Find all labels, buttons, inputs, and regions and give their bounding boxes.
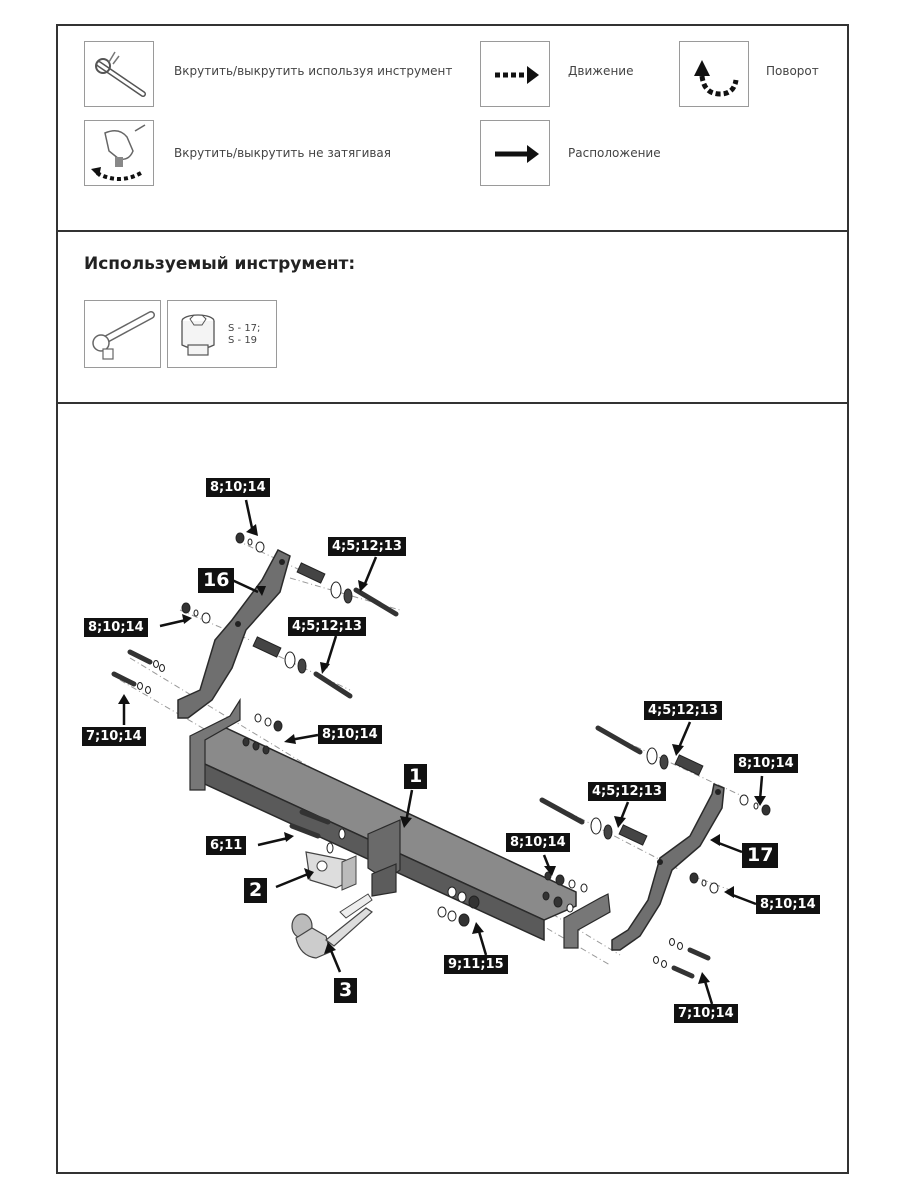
callout-right-bolt-set-a: 4;5;12;13 <box>644 701 722 720</box>
legend-screw-hand-label: Вкрутить/выкрутить не затягивая <box>174 146 392 160</box>
callout-left-bracket: 16 <box>198 568 235 593</box>
placement-arrow-icon <box>480 120 550 186</box>
callout-top-left-nut: 8;10;14 <box>206 478 270 497</box>
socket-head-icon <box>167 300 277 368</box>
legend-separator <box>56 230 849 232</box>
callout-right-nut: 8;10;14 <box>756 895 820 914</box>
page-frame <box>56 24 849 1174</box>
tools-title: Используемый инструмент: <box>84 254 356 274</box>
socket-size-1: S - 17; <box>228 323 261 334</box>
callout-left-bolt: 7;10;14 <box>82 727 146 746</box>
callout-hook-plate: 2 <box>244 878 268 903</box>
callout-main-beam: 1 <box>404 764 428 789</box>
screw-hand-icon <box>84 120 154 186</box>
callout-right-bolt: 7;10;14 <box>674 1004 738 1023</box>
callout-left-nut-b: 8;10;14 <box>84 618 148 637</box>
callout-right-bolt-set-b: 4;5;12;13 <box>588 782 666 801</box>
callout-lower-washer-set: 9;11;15 <box>444 955 508 974</box>
callout-arrowheads <box>118 524 766 984</box>
callout-beam-center-nut: 8;10;14 <box>506 833 570 852</box>
callout-right-top-nut: 8;10;14 <box>734 754 798 773</box>
right-bracket-shape <box>611 782 725 951</box>
socket-size-2: S - 19 <box>228 335 258 346</box>
callout-hook-bolt: 6;11 <box>206 836 247 855</box>
legend-rotation-label: Поворот <box>766 64 819 78</box>
legend-placement-label: Расположение <box>568 146 661 160</box>
tools-separator <box>56 402 849 404</box>
callout-right-bracket: 17 <box>742 843 779 868</box>
legend-movement-label: Движение <box>568 64 634 78</box>
screw-tool-icon <box>84 41 154 107</box>
ratchet-wrench-icon <box>84 300 161 368</box>
rotation-arrow-icon <box>679 41 749 107</box>
callout-beam-left-nut: 8;10;14 <box>318 725 382 744</box>
legend-screw-tool-label: Вкрутить/выкрутить используя инструмент <box>174 64 453 78</box>
movement-arrow-icon <box>480 41 550 107</box>
callout-top-bolt-set-b: 4;5;12;13 <box>288 617 366 636</box>
callout-top-bolt-set-a: 4;5;12;13 <box>328 537 406 556</box>
callout-tow-ball: 3 <box>334 978 358 1003</box>
